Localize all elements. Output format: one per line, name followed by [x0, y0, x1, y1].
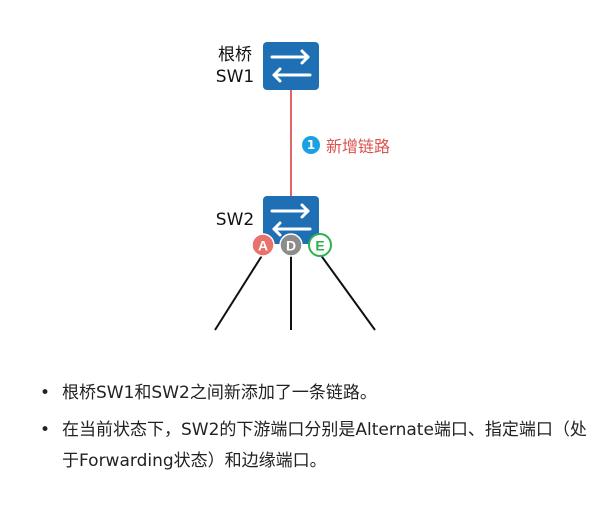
downlink-edge — [319, 253, 376, 331]
sw2-label: SW2 — [215, 210, 255, 230]
stp-topology-diagram: A D E — [214, 42, 376, 331]
port-alternate-letter: A — [258, 238, 268, 254]
port-edge-letter: E — [315, 238, 324, 254]
new-link-text: 新增链路 — [326, 137, 391, 156]
explanation-bullets: • 根桥SW1和SW2之间新添加了一条链路。 • 在当前状态下，SW2的下游端口… — [40, 378, 600, 483]
bullet-item: • 根桥SW1和SW2之间新添加了一条链路。 — [40, 378, 600, 409]
downlink-alternate — [214, 253, 264, 331]
new-link-label: 1 新增链路 — [302, 133, 390, 157]
port-edge-badge: E — [308, 233, 332, 257]
port-designated-letter: D — [286, 238, 296, 254]
bullet-text: 根桥SW1和SW2之间新添加了一条链路。 — [62, 383, 377, 403]
bullet-item: • 在当前状态下，SW2的下游端口分别是Alternate端口、指定端口（处于F… — [40, 415, 600, 477]
sw1-label-line2: SW1 — [215, 67, 255, 87]
port-designated-badge: D — [279, 233, 303, 257]
bullet-text: 在当前状态下，SW2的下游端口分别是Alternate端口、指定端口（处于For… — [62, 420, 587, 471]
sw1-switch-icon — [263, 42, 319, 90]
bullet-dot: • — [40, 420, 51, 440]
bullet-dot: • — [40, 383, 51, 403]
sw1-label: 根桥 SW1 — [212, 44, 258, 88]
sw1-label-line1: 根桥 — [218, 45, 252, 65]
port-alternate-badge: A — [251, 233, 275, 257]
sw2-switch-icon — [263, 196, 319, 244]
step-1-badge: 1 — [302, 136, 320, 154]
